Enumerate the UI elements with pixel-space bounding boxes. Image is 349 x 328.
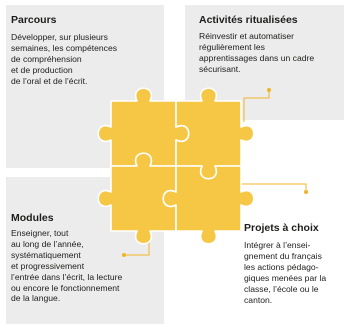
connector-activites xyxy=(243,91,270,122)
connector-modules xyxy=(124,241,150,256)
text-activites-ritualisees: Réinvestir et automatiser régulièrement … xyxy=(199,31,315,74)
connector-projets xyxy=(239,181,307,191)
title-projets-a-choix: Projets à choix xyxy=(244,222,319,234)
title-parcours: Parcours xyxy=(11,14,57,26)
connector-dot-modules xyxy=(122,253,126,257)
puzzle-piece-projets xyxy=(162,165,255,245)
puzzle xyxy=(97,87,255,245)
title-modules: Modules xyxy=(11,212,54,224)
title-activites-ritualisees: Activités ritualisées xyxy=(199,14,298,26)
text-modules: Enseigner, tout au long de l’année, syst… xyxy=(11,228,123,304)
panel-projets-a-choix xyxy=(235,205,346,325)
text-parcours: Développer, sur plusieurs semaines, les … xyxy=(11,32,118,86)
connector-dot-projets xyxy=(304,190,308,194)
text-projets-a-choix: Intégrer à l’ensei- gnement du français … xyxy=(244,240,327,305)
connector-dot-activites xyxy=(267,88,271,92)
